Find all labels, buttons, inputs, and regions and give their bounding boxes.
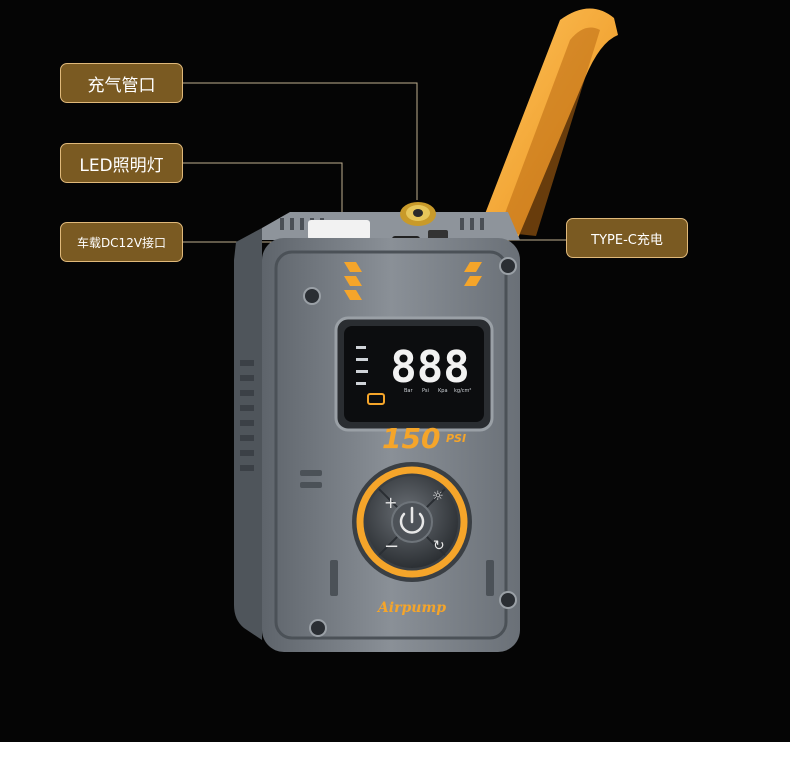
- dial-buttons[interactable]: + − ☼ ↻: [384, 489, 445, 557]
- lower-frame-details: [300, 470, 494, 596]
- display-mode-icons: [356, 346, 385, 405]
- unit-bar: Bar: [404, 388, 413, 394]
- callout-led-light: LED照明灯: [60, 143, 183, 183]
- unit-labels: Bar Psi Kpa kg/cm²: [404, 388, 471, 394]
- corner-screws: [303, 257, 517, 637]
- display-digits: 888: [390, 342, 469, 393]
- lcd-display: [344, 326, 484, 422]
- led-light-window: [308, 220, 370, 240]
- max-pressure-label: 150 PSI: [382, 422, 466, 455]
- side-ribs: [240, 360, 254, 471]
- product-stage: 888 Bar Psi Kpa kg/cm² 150 PSI + − ☼ ↻: [0, 0, 790, 742]
- plus-button-icon[interactable]: +: [384, 493, 397, 512]
- callout-typec-charging: TYPE-C充电: [566, 218, 688, 258]
- dial-orange-ring: [356, 466, 468, 578]
- orange-strap: [478, 8, 618, 238]
- callout-inflation-port: 充气管口: [60, 63, 183, 103]
- unit-kgcm: kg/cm²: [454, 388, 471, 394]
- minus-button-icon[interactable]: −: [384, 536, 399, 557]
- max-pressure-number: 150: [382, 422, 440, 455]
- unit-kpa: Kpa: [438, 388, 448, 394]
- orange-accent-stripes: [344, 262, 482, 300]
- cycle-button-icon[interactable]: ↻: [433, 538, 445, 554]
- air-pump-product-illustration: 888 Bar Psi Kpa kg/cm² 150 PSI + − ☼ ↻: [183, 8, 618, 652]
- callout-dc12v-port: 车载DC12V接口: [60, 222, 183, 262]
- brand-logo-text: Airpump: [376, 600, 446, 616]
- unit-psi: Psi: [422, 388, 429, 394]
- device-side-panel: [234, 228, 262, 640]
- light-button-icon[interactable]: ☼: [432, 489, 444, 504]
- max-pressure-unit: PSI: [446, 432, 466, 445]
- inflation-nozzle: [400, 202, 436, 226]
- aux-port-slot: [428, 230, 448, 240]
- power-icon: [399, 506, 425, 534]
